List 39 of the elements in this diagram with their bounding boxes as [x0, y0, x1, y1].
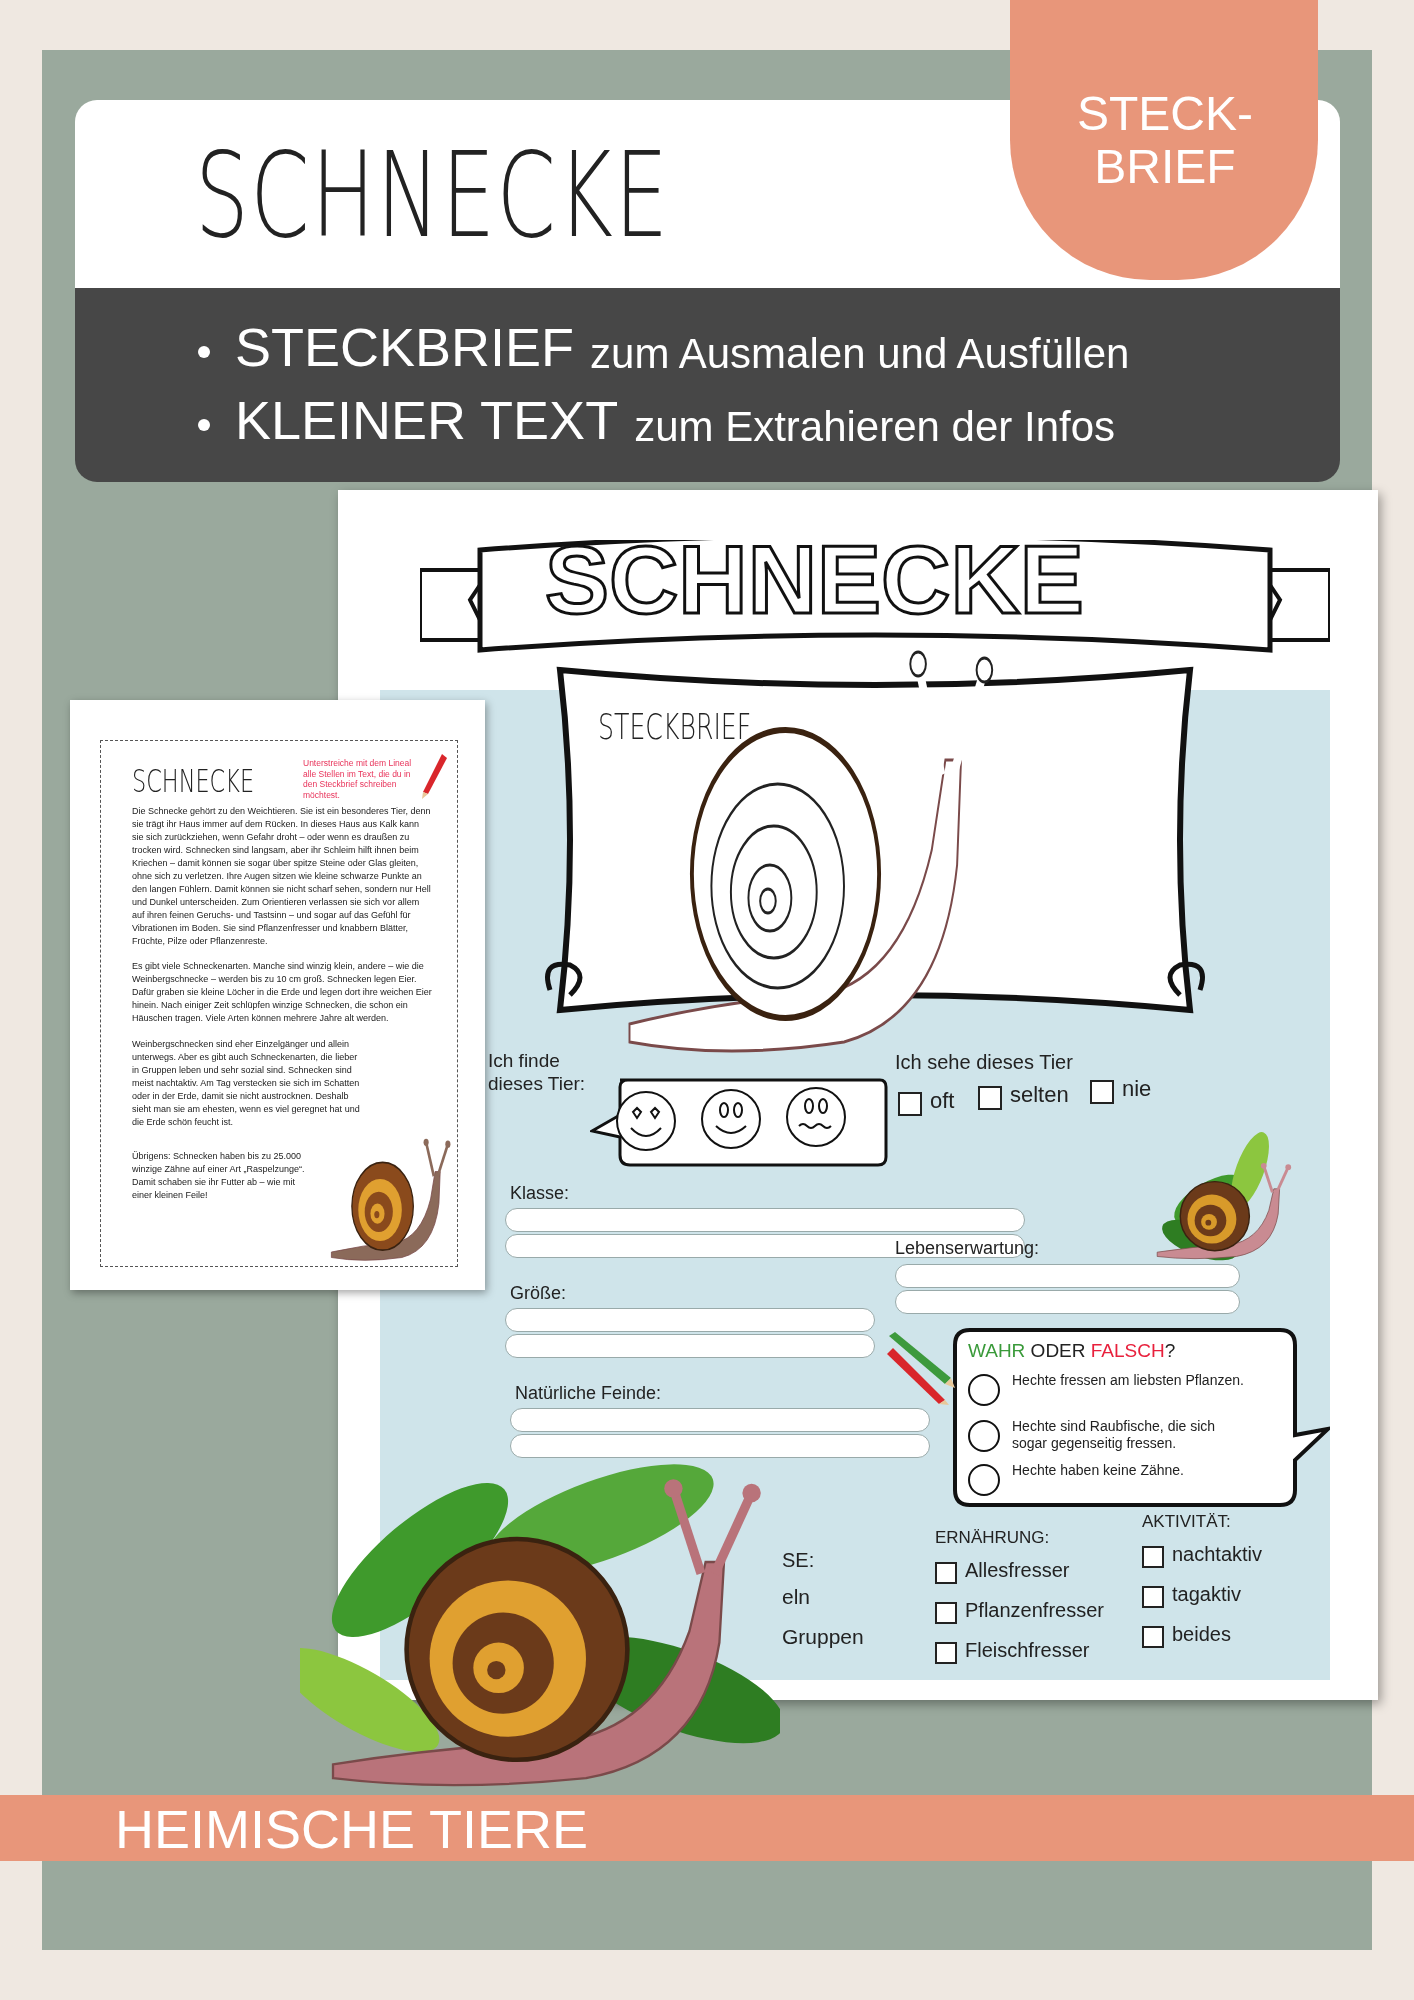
headline-keyword: STECKBRIEF — [235, 316, 575, 379]
option-label: Fleischfresser — [965, 1638, 1090, 1662]
column-heading: AKTIVITÄT: — [1142, 1512, 1231, 1533]
headline-keyword: KLEINER TEXT — [235, 389, 619, 452]
field-label: SE: — [782, 1548, 815, 1572]
option-label: nachtaktiv — [1172, 1542, 1263, 1566]
headline-text: zum Ausmalen und Ausfüllen — [590, 329, 1130, 379]
headline-text: zum Extrahieren der Infos — [634, 402, 1115, 452]
option-label: Gruppen — [782, 1624, 864, 1650]
quiz-title: WAHR ODER FALSCH? — [968, 1340, 1176, 1363]
option-label: nie — [1122, 1076, 1152, 1103]
question-label: Ich sehe dieses Tier — [895, 1050, 1073, 1074]
quiz-statement: Hechte haben keine Zähne. — [1012, 1462, 1185, 1479]
title: SCHNECKE — [195, 125, 670, 266]
field-label: Klasse: — [510, 1183, 570, 1205]
tab-label: STECK- BRIEF — [1076, 88, 1254, 194]
option-label: oft — [930, 1088, 955, 1115]
sheet-title: SCHNECKE — [132, 762, 255, 801]
footer-title: HEIMISCHE TIERE — [115, 1798, 589, 1861]
option-label: selten — [1010, 1082, 1069, 1109]
option-label: Pflanzenfresser — [965, 1598, 1104, 1622]
option-label: Allesfresser — [965, 1558, 1070, 1582]
question-label: Ich finde dieses Tier: — [488, 1050, 587, 1096]
subheading: STECKBRIEF — [598, 705, 752, 749]
option-label: eln — [782, 1584, 811, 1610]
field-label: Natürliche Feinde: — [515, 1383, 662, 1405]
field-label: Größe: — [510, 1283, 566, 1305]
paragraph: Weinbergschnecken sind eher Einzelgänger und allein unterwegs. Aber es gibt auch Schneckenarten, die lieber in Gruppen leben und sehr sozial sind. Schnecken sind meist nachtaktiv. Am Tag verstecken sie sich im Schatten oder in der Erde, damit sie nicht austrocknen. Deshalb sieht man sie am ehesten, wenn es viel geregnet hat und die Erde schön feucht ist. — [132, 1038, 361, 1130]
paragraph: Es gibt viele Schneckenarten. Manche sind winzig klein, andere – wie die Weinbergschnecke – werden bis zu 10 cm groß. Schnecken legen Eier. Dafür graben sie kleine Löcher in die Erde und legen dort ihre weichen Eier hinein. Nach einiger Zeit schlüpfen winzige Schnecken, die schon ein Häuschen tragen. Viele Arten können mehrere Jahre alt werden. — [132, 960, 432, 1026]
paragraph: Die Schnecke gehört zu den Weichtieren. Sie ist ein besonderes Tier, denn sie trägt ihr Haus immer auf dem Rücken. In dieses Haus aus Kalk kann sie sich zurückziehen, wenn Gefahr droht – oder wenn es draußen zu trocken wird. Schnecken sind langsam, aber ihr Schleim hilft ihnen beim Kriechen – damit können sie sogar über spitze Steine oder Glas gleiten, ohne sich zu verletzen. Ihre Augen sitzen wie kleine schwarze Punkte an den langen Fühlern. Damit können sie nicht scharf sehen, sondern nur Hell und Dunkel unterscheiden. Zum Orientieren verlassen sie sich vor allem auf ihren feinen Geruchs- und Tastsinn – und sogar auf das Gefühl für Vibrationen im Boden. Sie sind Pflanzenfresser und knabbern Blätter, Früchte, Pilze oder Pflanzenreste. — [132, 805, 432, 949]
option-label: beides — [1172, 1622, 1231, 1646]
column-heading: ERNÄHRUNG: — [935, 1528, 1050, 1549]
quiz-statement: Hechte sind Raubfische, die sich sogar gegenseitig fressen. — [1012, 1418, 1217, 1452]
instruction-note: Unterstreiche mit dem Lineal alle Stellen im Text, die du in den Steckbrief schreiben möchtest. — [303, 758, 413, 801]
paragraph: Übrigens: Schnecken haben bis zu 25.000 winzige Zähne auf einer Art „Raspelzunge“. Damit schaben sie ihr Futter ab – wie mit einer kleinen Feile! — [132, 1150, 306, 1203]
banner-title: SCHNECKE — [545, 525, 1084, 635]
option-label: tagaktiv — [1172, 1582, 1241, 1606]
field-label: Lebenserwartung: — [895, 1238, 1040, 1260]
quiz-statement: Hechte fressen am liebsten Pflanzen. — [1012, 1372, 1245, 1389]
